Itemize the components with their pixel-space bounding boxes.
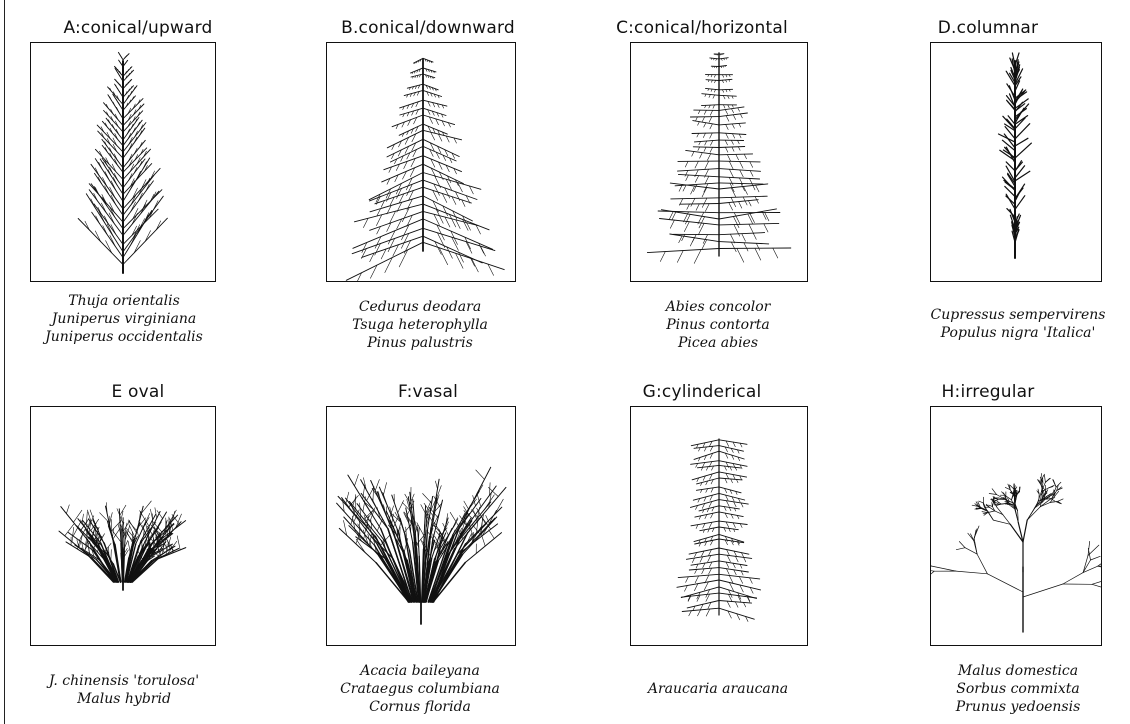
tree-oval-icon	[31, 407, 215, 645]
tree-conical-upward-icon	[31, 43, 215, 281]
species-name: Picea abies	[588, 334, 848, 352]
species-name: Cornus florida	[290, 698, 550, 716]
tree-irregular-icon	[931, 407, 1101, 645]
species-name: Acacia baileyana	[290, 662, 550, 680]
species-list: Thuja orientalis Juniperus virginiana Ju…	[0, 292, 254, 346]
form-panel	[930, 42, 1102, 282]
species-name: Tsuga heterophylla	[290, 316, 550, 334]
species-name: Pinus contorta	[588, 316, 848, 334]
species-name: J. chinensis 'torulosa'	[0, 672, 254, 690]
species-list: Cupressus sempervirens Populus nigra 'It…	[888, 306, 1130, 342]
form-panel	[326, 42, 516, 282]
left-border-rule	[4, 0, 5, 724]
species-list: Malus domestica Sorbus commixta Prunus y…	[888, 662, 1130, 716]
form-title: H:irregular	[858, 382, 1118, 402]
form-panel	[30, 42, 216, 282]
species-name: Prunus yedoensis	[888, 698, 1130, 716]
species-name: Abies concolor	[588, 298, 848, 316]
species-list: Araucaria araucana	[588, 680, 848, 698]
species-list: J. chinensis 'torulosa' Malus hybrid	[0, 672, 254, 708]
species-name: Juniperus virginiana	[0, 310, 254, 328]
form-title: A:conical/upward	[8, 18, 268, 38]
species-list: Acacia baileyana Crataegus columbiana Co…	[290, 662, 550, 716]
species-name: Sorbus commixta	[888, 680, 1130, 698]
form-title: F:vasal	[298, 382, 558, 402]
species-name: Pinus palustris	[290, 334, 550, 352]
tree-vasal-icon	[327, 407, 515, 645]
species-name: Thuja orientalis	[0, 292, 254, 310]
form-panel	[630, 406, 808, 646]
tree-columnar-icon	[931, 43, 1101, 281]
species-name: Crataegus columbiana	[290, 680, 550, 698]
tree-conical-downward-icon	[327, 43, 515, 281]
tree-cylindrical-icon	[631, 407, 807, 645]
form-title: C:conical/horizontal	[572, 18, 832, 38]
species-name: Malus hybrid	[0, 690, 254, 708]
form-panel	[326, 406, 516, 646]
species-name: Juniperus occidentalis	[0, 328, 254, 346]
species-name: Cedurus deodara	[290, 298, 550, 316]
species-name: Cupressus sempervirens	[888, 306, 1130, 324]
tree-conical-horizontal-icon	[631, 43, 807, 281]
species-list: Cedurus deodara Tsuga heterophylla Pinus…	[290, 298, 550, 352]
tree-form-grid: A:conical/upward Thuja orientalis Junipe…	[8, 0, 1128, 724]
form-title: B.conical/downward	[298, 18, 558, 38]
species-list: Abies concolor Pinus contorta Picea abie…	[588, 298, 848, 352]
form-panel	[30, 406, 216, 646]
form-panel	[630, 42, 808, 282]
species-name: Populus nigra 'Italica'	[888, 324, 1130, 342]
form-panel	[930, 406, 1102, 646]
form-title: E oval	[8, 382, 268, 402]
form-title: D.columnar	[858, 18, 1118, 38]
species-name: Malus domestica	[888, 662, 1130, 680]
form-title: G:cylinderical	[572, 382, 832, 402]
species-name: Araucaria araucana	[588, 680, 848, 698]
